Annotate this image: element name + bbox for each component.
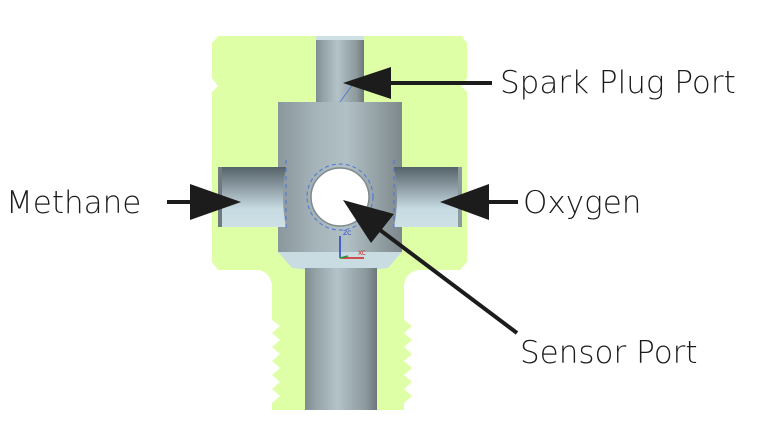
sensor-port-label: Sensor Port: [520, 335, 698, 371]
sensor-arrow: [343, 200, 519, 335]
spark-plug-port-label: Spark Plug Port: [500, 65, 736, 101]
oxygen-label: Oxygen: [523, 185, 641, 221]
lower-bore: [305, 268, 377, 410]
axis-x-label: XC: [358, 250, 366, 257]
oxygen-arrow: [440, 184, 518, 220]
methane-arrow: [167, 184, 241, 220]
axis-z-label: ZC: [343, 230, 351, 237]
spark-plug-arrow: [343, 67, 492, 99]
spark-plug-bore: [316, 36, 364, 103]
oxygen-bore: [394, 167, 462, 227]
axis-triad: ZC XC: [339, 230, 366, 259]
methane-bore: [218, 167, 286, 227]
methane-label: Methane: [6, 185, 141, 221]
